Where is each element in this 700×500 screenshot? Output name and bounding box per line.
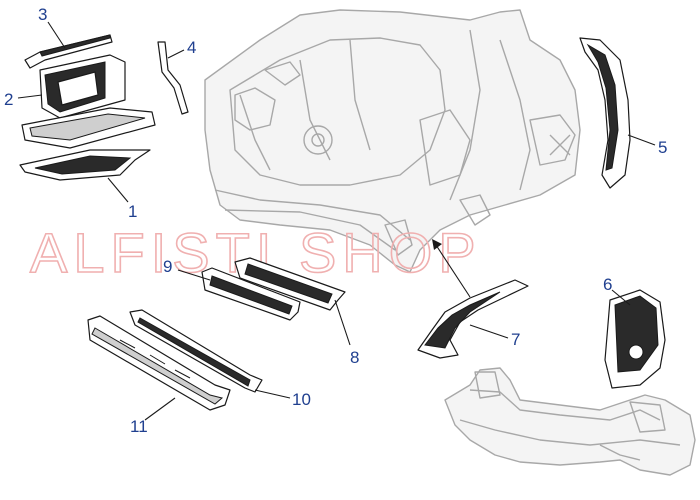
callout-6: 6 xyxy=(603,275,612,294)
callout-9: 9 xyxy=(163,257,172,276)
part-10-sill xyxy=(129,309,263,393)
part-4-rod xyxy=(157,41,189,115)
callout-8: 8 xyxy=(350,348,359,367)
part-7-strut xyxy=(417,279,529,359)
assembly-arrow xyxy=(432,239,471,298)
callouts: 1 2 3 4 5 6 7 8 9 10 11 xyxy=(4,5,667,436)
callout-11: 11 xyxy=(130,417,148,436)
part-11-sill xyxy=(87,315,231,411)
front-subframe xyxy=(444,367,696,476)
part-6-bracket xyxy=(604,289,666,389)
callout-3: 3 xyxy=(38,5,47,24)
callout-5: 5 xyxy=(658,138,667,157)
part-5-panel xyxy=(579,37,631,189)
part-2-box xyxy=(39,54,126,119)
callout-7: 7 xyxy=(511,330,520,349)
part-3-rail xyxy=(24,34,113,69)
part-9-crossmember xyxy=(201,267,301,321)
callout-10: 10 xyxy=(292,390,311,409)
part-1-tray xyxy=(19,107,156,181)
callout-1: 1 xyxy=(128,202,137,221)
callout-4: 4 xyxy=(187,38,196,57)
part-8-crossmember xyxy=(234,257,346,311)
callout-2: 2 xyxy=(4,90,13,109)
front-body-shell xyxy=(204,9,581,273)
leader-lines xyxy=(17,21,656,421)
